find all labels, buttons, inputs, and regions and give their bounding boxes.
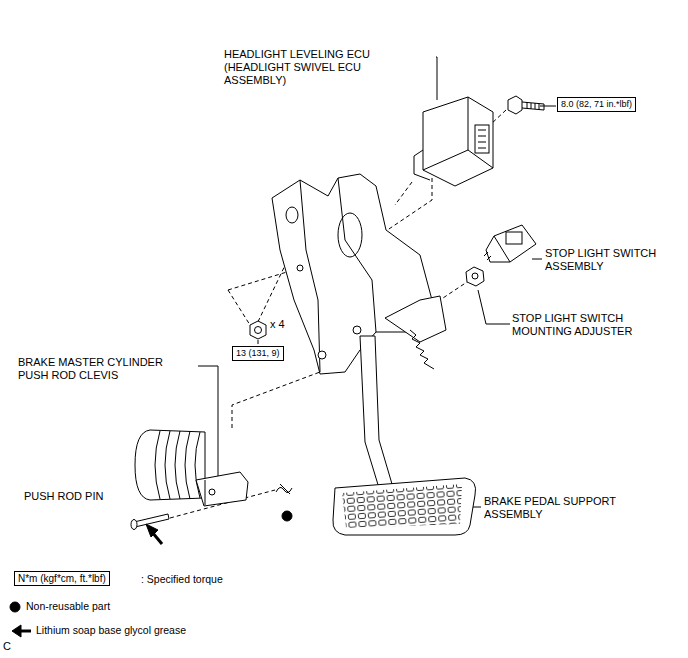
quantity-label: x 4 (270, 318, 310, 331)
part-name: STOP LIGHT SWITCH ASSEMBLY (545, 247, 675, 273)
torque-value: 8.0 (82, 71 in.*lbf) (561, 99, 632, 109)
part-name: BRAKE PEDAL SUPPORT ASSEMBLY (484, 495, 634, 521)
legend-item: : Specified torque (141, 573, 223, 586)
part-name: STOP LIGHT SWITCH MOUNTING ADJUSTER (512, 312, 662, 338)
torque-value: 13 (131, 9) (236, 348, 280, 358)
legend-text: Lithium soap base glycol grease (36, 624, 186, 636)
part-name: PUSH ROD PIN (24, 490, 134, 503)
legend-item: Lithium soap base glycol grease (36, 624, 186, 637)
part-name: BRAKE MASTER CYLINDER PUSH ROD CLEVIS (18, 356, 188, 382)
legend-item: Non-reusable part (26, 600, 110, 613)
legend-text: : Specified torque (141, 573, 223, 585)
torque-box: 13 (131, 9) (232, 346, 284, 361)
part-name: HEADLIGHT LEVELING ECU (HEADLIGHT SWIVEL… (224, 48, 394, 87)
legend-text: Non-reusable part (26, 600, 110, 612)
torque-value: N*m (kgf*cm, ft.*lbf) (18, 573, 106, 584)
figure-code: C (3, 640, 23, 653)
torque-box: 8.0 (82, 71 in.*lbf) (557, 97, 636, 112)
torque-box: N*m (kgf*cm, ft.*lbf) (14, 571, 110, 586)
